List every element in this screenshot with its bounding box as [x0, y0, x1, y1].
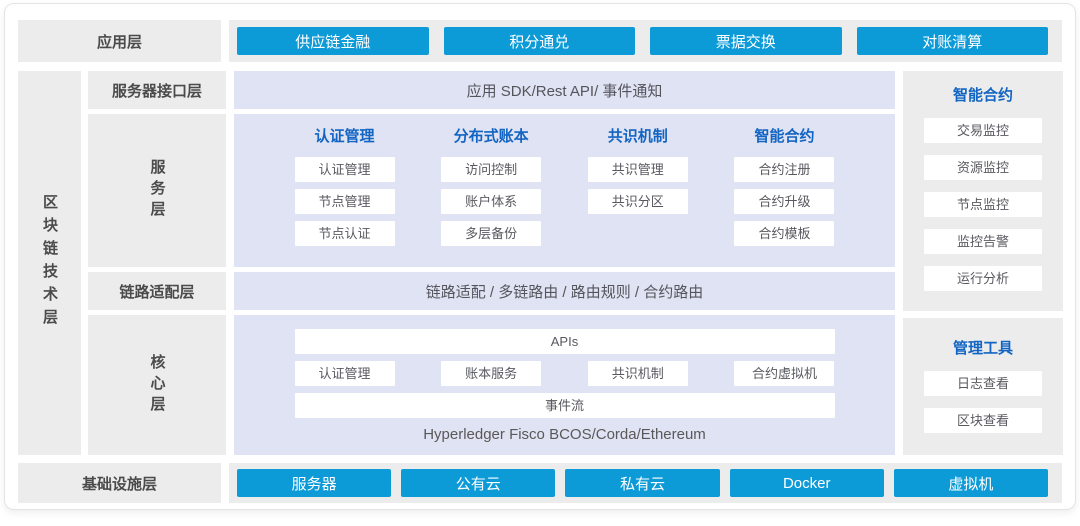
monitor-item-resource: 资源监控 — [924, 155, 1042, 180]
service-column-header: 共识机制 — [607, 128, 668, 145]
link-adapter-layer-label: 链路适配层 — [88, 272, 226, 310]
service-item: 账户体系 — [441, 189, 542, 214]
management-tools-panel: 管理工具 日志查看 区块查看 — [903, 318, 1063, 455]
tool-item-log-view: 日志查看 — [924, 371, 1042, 396]
app-button-reconciliation-clearing: 对账清算 — [856, 27, 1048, 55]
service-layer-label: 服务层 — [148, 159, 166, 222]
infra-button-vm: 虚拟机 — [893, 469, 1049, 497]
service-column-auth: 认证管理 认证管理 节点管理 节点认证 — [294, 126, 395, 253]
sdk-api-band: 应用 SDK/Rest API/ 事件通知 — [234, 71, 895, 109]
core-service-contract-vm: 合约虚拟机 — [734, 361, 835, 386]
service-item: 访问控制 — [441, 157, 542, 182]
infra-button-server: 服务器 — [237, 469, 392, 497]
service-item: 认证管理 — [294, 157, 395, 182]
management-tools-panel-header: 管理工具 — [952, 340, 1013, 357]
infra-button-docker: Docker — [729, 469, 884, 497]
app-button-supply-chain-finance: 供应链金融 — [237, 27, 429, 55]
core-layer-label-box: 核心层 — [88, 315, 226, 455]
service-column-header: 智能合约 — [754, 128, 815, 145]
service-column-smart-contract: 智能合约 合约注册 合约升级 合约模板 — [734, 126, 835, 253]
service-layer-band: 认证管理 认证管理 节点管理 节点认证 分布式账本 访问控制 账户体系 多层备份… — [234, 114, 895, 267]
service-column-consensus: 共识机制 共识管理 共识分区 — [587, 126, 688, 253]
core-layer-label: 核心层 — [148, 353, 166, 417]
service-item: 多层备份 — [441, 221, 542, 246]
service-column-header: 分布式账本 — [453, 128, 529, 145]
core-service-ledger: 账本服务 — [441, 361, 542, 386]
service-item: 合约升级 — [734, 189, 835, 214]
core-service-auth: 认证管理 — [294, 361, 395, 386]
application-layer-label: 应用层 — [18, 20, 221, 62]
service-layer-label-box: 服务层 — [88, 114, 226, 267]
monitor-item-alert: 监控告警 — [924, 229, 1042, 254]
monitor-item-analysis: 运行分析 — [924, 266, 1042, 291]
link-adapter-band: 链路适配 / 多链路由 / 路由规则 / 合约路由 — [234, 272, 895, 310]
app-button-bill-exchange: 票据交换 — [650, 27, 842, 55]
platforms-text: Hyperledger Fisco BCOS/Corda/Ethereum — [423, 426, 706, 443]
infra-button-private-cloud: 私有云 — [565, 469, 720, 497]
service-column-header: 认证管理 — [314, 128, 375, 145]
blockchain-tech-layer-strip: 区块链技术层 — [18, 71, 81, 455]
core-layer-band: APIs 认证管理 账本服务 共识机制 合约虚拟机 事件流 Hyperledge… — [234, 315, 895, 455]
service-item: 共识管理 — [587, 157, 688, 182]
blockchain-tech-layer-label: 区块链技术层 — [41, 194, 58, 332]
event-stream-box: 事件流 — [294, 393, 835, 418]
core-service-consensus: 共识机制 — [587, 361, 688, 386]
apis-box: APIs — [294, 329, 835, 354]
infra-button-public-cloud: 公有云 — [401, 469, 556, 497]
smart-contract-panel: 智能合约 交易监控 资源监控 节点监控 监控告警 运行分析 — [903, 71, 1063, 311]
app-button-points-exchange: 积分通兑 — [443, 27, 635, 55]
monitor-item-node: 节点监控 — [924, 192, 1042, 217]
infrastructure-button-strip: 服务器 公有云 私有云 Docker 虚拟机 — [229, 463, 1062, 503]
service-item: 节点认证 — [294, 221, 395, 246]
infrastructure-layer-label: 基础设施层 — [18, 463, 221, 503]
service-item: 合约注册 — [734, 157, 835, 182]
monitor-item-transaction: 交易监控 — [924, 118, 1042, 143]
smart-contract-panel-header: 智能合约 — [952, 87, 1013, 104]
service-item: 合约模板 — [734, 221, 835, 246]
service-item: 节点管理 — [294, 189, 395, 214]
server-interface-layer-label: 服务器接口层 — [88, 71, 226, 109]
service-column-distributed-ledger: 分布式账本 访问控制 账户体系 多层备份 — [441, 126, 542, 253]
tool-item-block-view: 区块查看 — [924, 408, 1042, 433]
service-item: 共识分区 — [587, 189, 688, 214]
application-button-strip: 供应链金融 积分通兑 票据交换 对账清算 — [229, 20, 1062, 62]
